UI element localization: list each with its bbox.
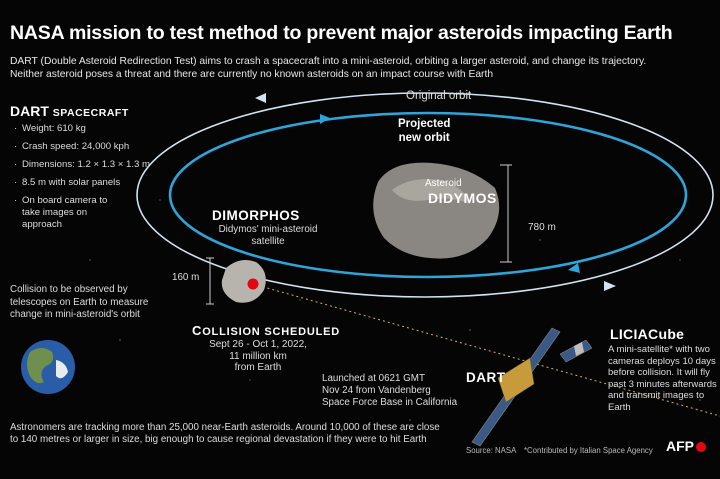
arrow-icon — [604, 281, 616, 291]
dimorphos-asteroid — [221, 260, 266, 303]
spec-weight: Weight: 610 kg — [14, 123, 150, 135]
didymos-label: DIDYMOS — [428, 190, 497, 206]
spec-camera: On board camera to take images on approa… — [14, 195, 110, 231]
source-credit: Source: NASA — [466, 446, 517, 455]
impact-point — [247, 278, 259, 290]
projected-orbit-ellipse — [168, 111, 688, 279]
page-title: NASA mission to test method to prevent m… — [10, 22, 673, 44]
afp-logo: AFP — [666, 438, 706, 454]
intro-line-2: Neither asteroid poses a threat and ther… — [10, 69, 494, 80]
projected-orbit-label: Projected new orbit — [398, 118, 451, 144]
observation-note: Collision to be observed by telescopes o… — [10, 284, 149, 320]
spec-crash-speed: Crash speed: 24,000 kph — [14, 141, 150, 153]
astronomers-note: Astronomers are tracking more than 25,00… — [10, 422, 440, 446]
didymos-prefix: Asteroid — [425, 178, 462, 189]
collision-details: Sept 26 - Oct 1, 2022, 11 million km fro… — [209, 339, 307, 373]
liciacube-heading: LICIACube — [610, 326, 685, 342]
liciacube-illustration — [559, 339, 593, 363]
collision-heading: COLLISION SCHEDULED — [192, 323, 341, 338]
footnote: *Contributed by Italian Space Agency — [524, 446, 653, 455]
dart-spacecraft-illustration — [471, 327, 561, 447]
dart-specs-list: Weight: 610 kg Crash speed: 24,000 kph D… — [14, 123, 150, 237]
arrow-icon — [255, 93, 266, 103]
dart-trajectory — [252, 283, 720, 417]
dimorphos-size: 160 m — [172, 272, 200, 283]
arrow-icon — [320, 114, 330, 124]
didymos-size: 780 m — [528, 222, 556, 233]
launch-info: Launched at 0621 GMT Nov 24 from Vandenb… — [322, 373, 458, 408]
spec-dimensions: Dimensions: 1.2 × 1.3 × 1.3 m — [14, 159, 150, 171]
liciacube-description: A mini-satellite* with two cameras deplo… — [608, 344, 717, 413]
original-orbit-label: Original orbit — [406, 90, 472, 102]
original-orbit-ellipse — [136, 92, 714, 298]
dart-spacecraft-heading: DART SPACECRAFT — [10, 103, 129, 119]
arrow-icon — [568, 263, 580, 273]
dart-label: DART — [466, 370, 506, 385]
dimorphos-description: Didymos' mini-asteroid satellite — [218, 224, 318, 247]
intro-text: DART (Double Asteroid Redirection Test) … — [10, 55, 710, 81]
intro-line-1: DART (Double Asteroid Redirection Test) … — [10, 56, 647, 67]
afp-logo-dot-icon — [696, 442, 706, 453]
spec-solar-panels: 8.5 m with solar panels — [14, 177, 150, 189]
dimorphos-label: DIMORPHOS — [212, 208, 300, 223]
